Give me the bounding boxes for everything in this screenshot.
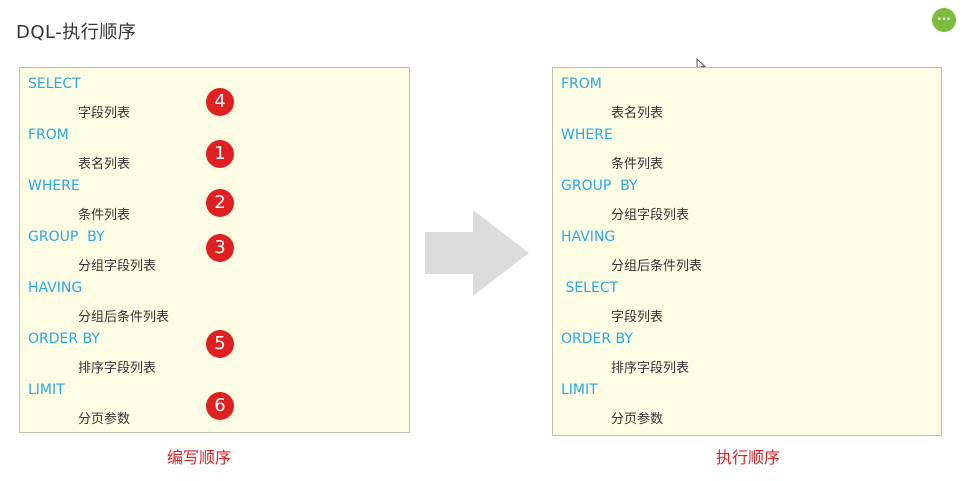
order-badge: 2 — [206, 189, 234, 217]
clause-detail: 排序字段列表 — [611, 361, 690, 376]
clause-having: HAVING 分组后条件列表 — [20, 272, 409, 325]
clause-keyword: FROM — [28, 127, 69, 143]
clause-keyword: SELECT — [28, 76, 81, 92]
clause-detail: 表名列表 — [78, 157, 131, 172]
clause-keyword: ORDER BY — [28, 331, 100, 347]
more-options-button[interactable]: ··· — [932, 8, 956, 32]
clause-order-by: ORDER BY 排序字段列表 — [553, 323, 941, 376]
clause-keyword: SELECT — [561, 280, 619, 296]
order-badge: 5 — [206, 330, 234, 358]
clause-detail: 条件列表 — [611, 157, 664, 172]
clause-keyword: GROUP BY — [561, 178, 638, 194]
clause-detail: 表名列表 — [611, 106, 664, 121]
order-badge: 6 — [206, 392, 234, 420]
clause-keyword: GROUP BY — [28, 229, 105, 245]
clause-select: SELECT 字段列表 — [553, 272, 941, 325]
clause-where: WHERE 条件列表 2 — [20, 170, 409, 223]
clause-limit: LIMIT 分页参数 — [553, 374, 941, 427]
clause-detail: 分组字段列表 — [78, 259, 157, 274]
clause-limit: LIMIT 分页参数 6 — [20, 374, 409, 427]
execution-order-box: FROM 表名列表 WHERE 条件列表 GROUP BY 分组字段列表 HAV… — [552, 67, 942, 436]
writing-order-box: SELECT 字段列表 4 FROM 表名列表 1 WHERE 条件列表 2 G… — [19, 67, 410, 433]
clause-detail: 分组后条件列表 — [78, 310, 170, 325]
clause-detail: 排序字段列表 — [78, 361, 157, 376]
clause-order-by: ORDER BY 排序字段列表 5 — [20, 323, 409, 376]
clause-group-by: GROUP BY 分组字段列表 — [553, 170, 941, 223]
execution-order-caption: 执行顺序 — [716, 448, 781, 467]
clause-keyword: FROM — [561, 76, 602, 92]
clause-having: HAVING 分组后条件列表 — [553, 221, 941, 274]
order-badge: 3 — [206, 234, 234, 262]
clause-keyword: LIMIT — [561, 382, 598, 398]
clause-where: WHERE 条件列表 — [553, 119, 941, 172]
clause-detail: 字段列表 — [611, 310, 664, 325]
clause-detail: 分页参数 — [611, 412, 664, 427]
clause-keyword: ORDER BY — [561, 331, 633, 347]
clause-select: SELECT 字段列表 4 — [20, 68, 409, 121]
order-badge: 1 — [206, 140, 234, 168]
clause-group-by: GROUP BY 分组字段列表 3 — [20, 221, 409, 274]
clause-detail: 分组字段列表 — [611, 208, 690, 223]
clause-detail: 分组后条件列表 — [611, 259, 703, 274]
clause-keyword: WHERE — [561, 127, 613, 143]
clause-detail: 字段列表 — [78, 106, 131, 121]
clause-detail: 条件列表 — [78, 208, 131, 223]
order-badge: 4 — [206, 88, 234, 116]
page-title: DQL-执行顺序 — [16, 22, 137, 43]
clause-keyword: HAVING — [561, 229, 616, 245]
clause-keyword: LIMIT — [28, 382, 65, 398]
clause-detail: 分页参数 — [78, 412, 131, 427]
clause-from: FROM 表名列表 1 — [20, 119, 409, 172]
writing-order-caption: 编写顺序 — [167, 448, 232, 467]
right-arrow-icon — [425, 210, 529, 296]
clause-keyword: WHERE — [28, 178, 80, 194]
clause-from: FROM 表名列表 — [553, 68, 941, 121]
clause-keyword: HAVING — [28, 280, 83, 296]
